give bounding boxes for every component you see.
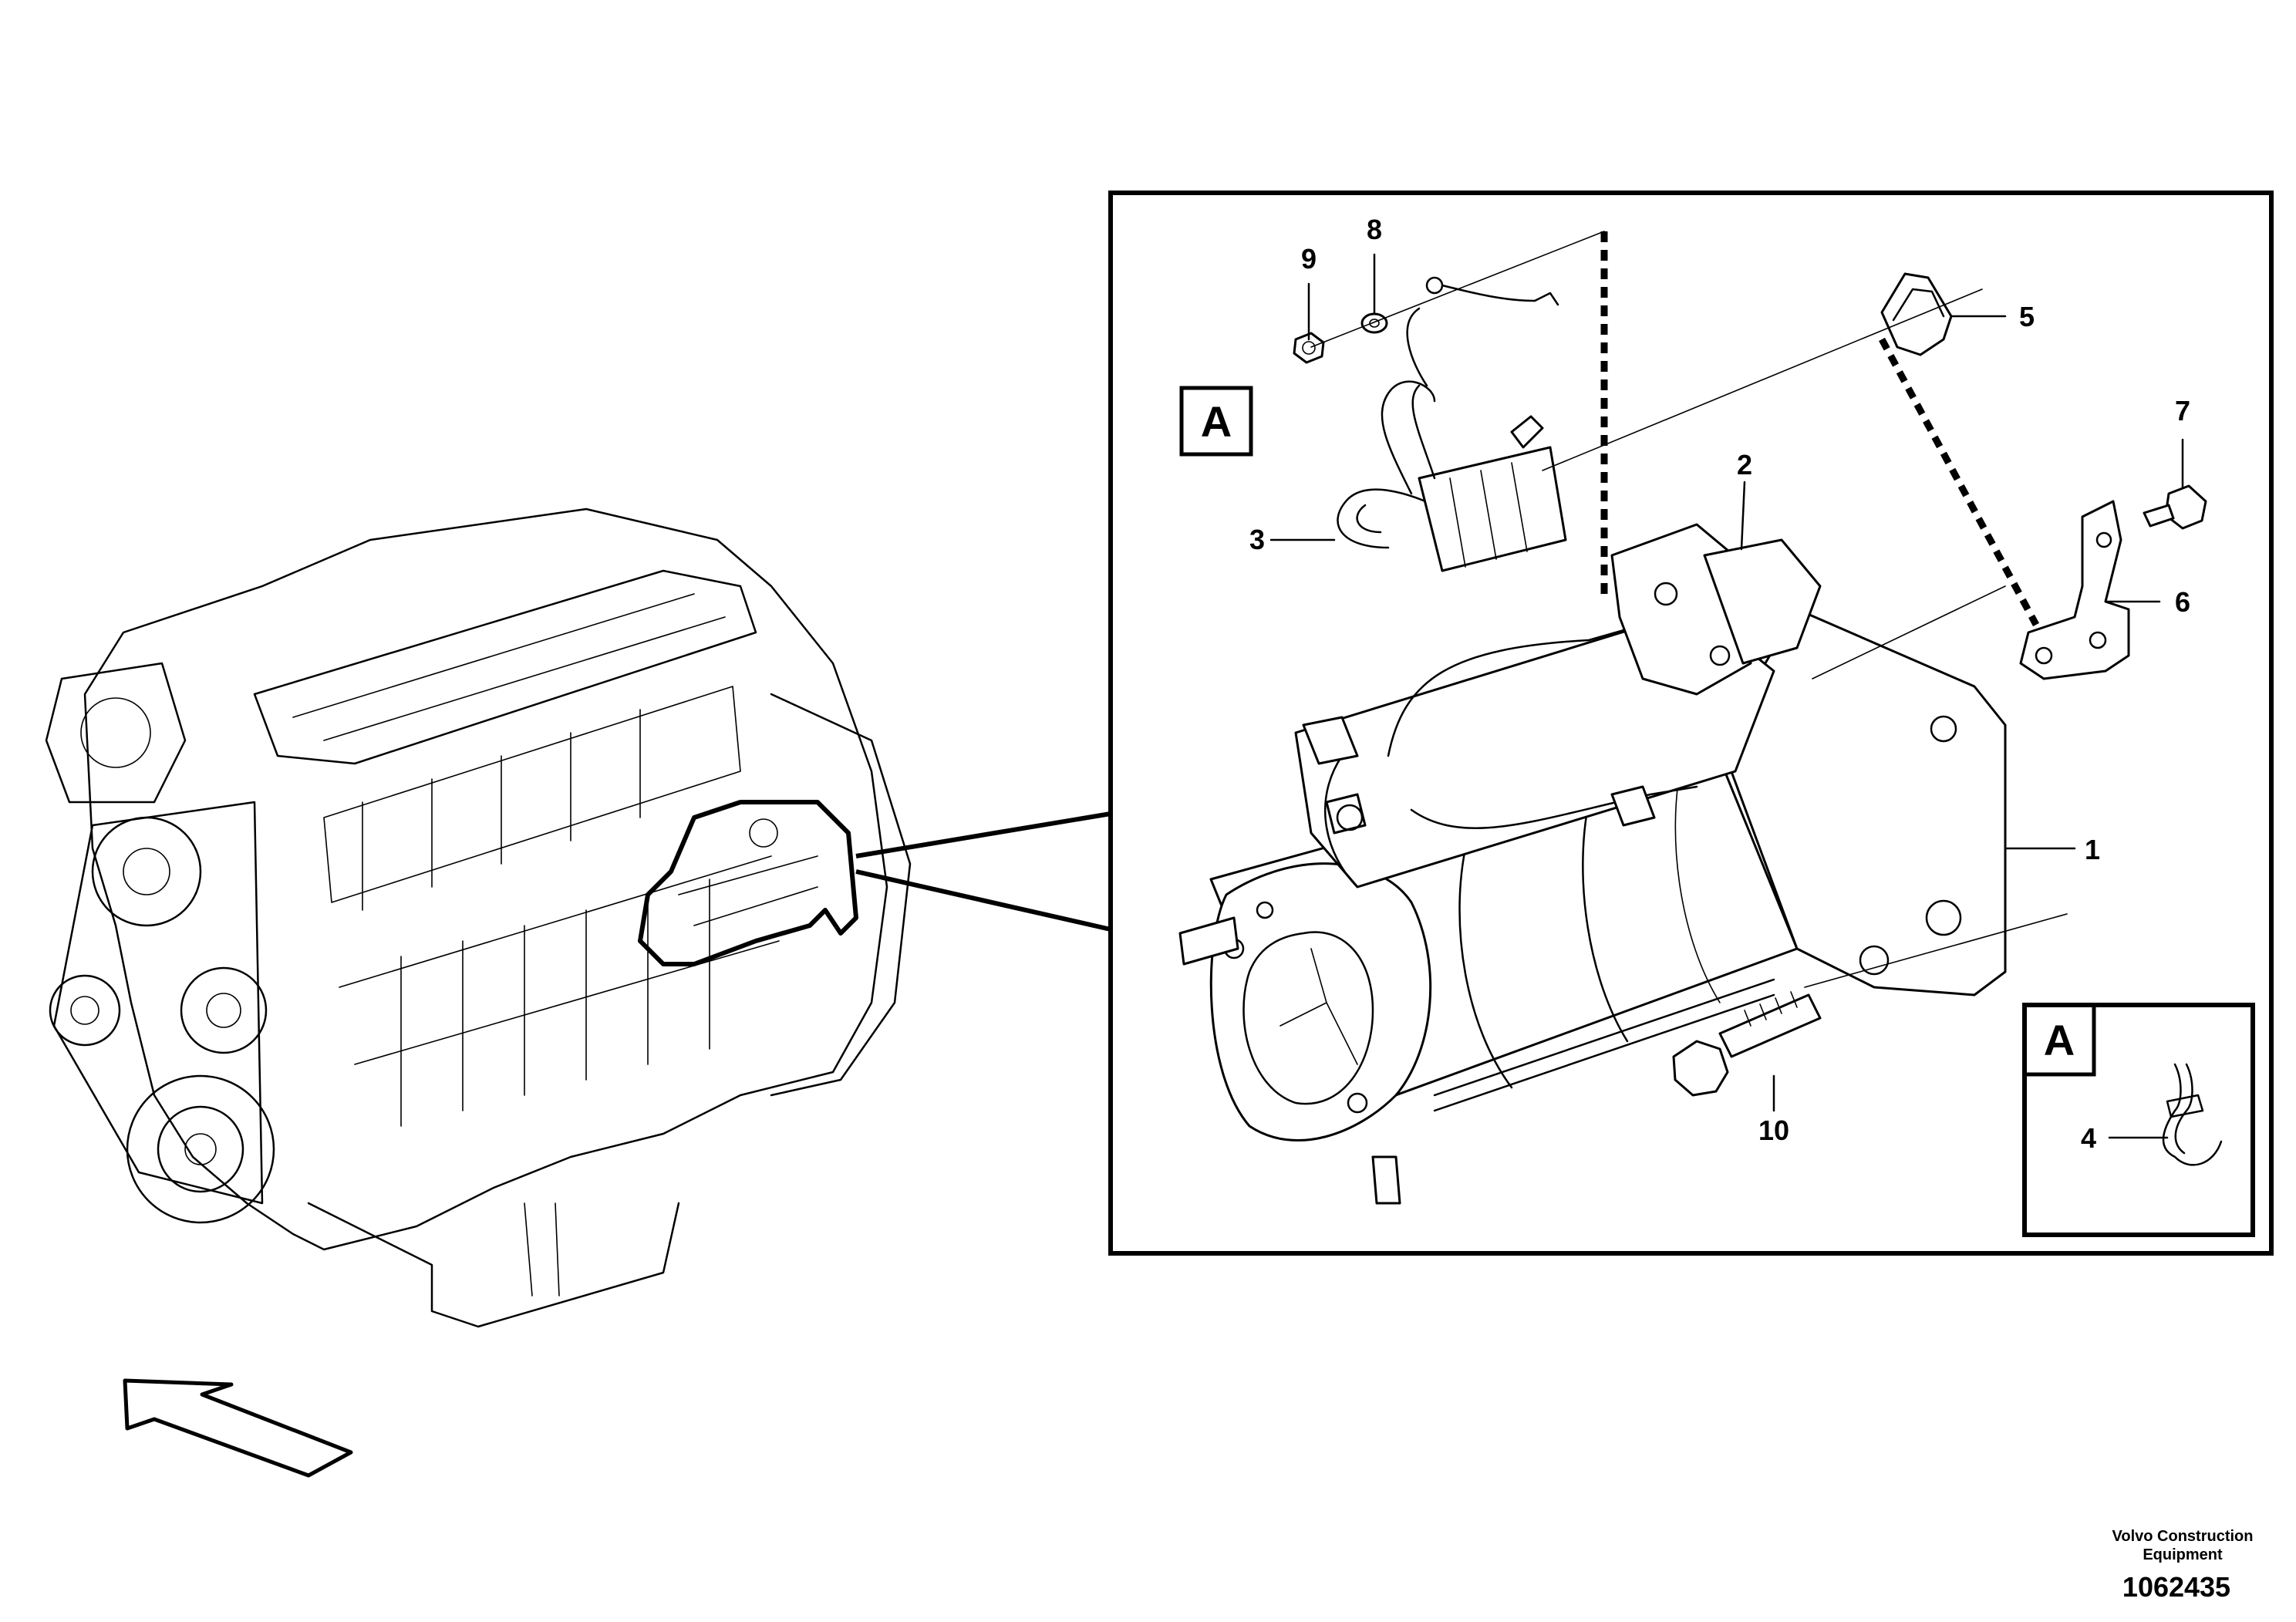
callout-7: 7 bbox=[2175, 395, 2190, 427]
callout-3: 3 bbox=[1249, 524, 1265, 555]
callout-8: 8 bbox=[1367, 214, 1382, 245]
inset-ref-label: A bbox=[2044, 1016, 2075, 1064]
detail-ref-box bbox=[1179, 386, 1253, 457]
callout-9: 9 bbox=[1301, 243, 1317, 275]
bolt-part-10 bbox=[1672, 991, 1822, 1097]
inset-detail-frame bbox=[2022, 1003, 2255, 1237]
callout-2: 2 bbox=[1737, 449, 1752, 481]
cable-harness-drawing bbox=[1337, 276, 1567, 572]
callout-1: 1 bbox=[2085, 834, 2100, 865]
engine-overview-drawing bbox=[45, 508, 1111, 1328]
detail-ref-label: A bbox=[1201, 397, 1232, 446]
bolt-part-7 bbox=[2143, 484, 2207, 530]
clip-part-5 bbox=[1880, 272, 1953, 356]
washer-part-8 bbox=[1360, 312, 1388, 334]
publisher-label: Volvo Construction bbox=[2112, 1528, 2254, 1545]
publisher-label-2: Equipment bbox=[2143, 1546, 2223, 1563]
nut-part-9 bbox=[1293, 332, 1325, 364]
figure-number: 1062435 bbox=[2122, 1571, 2230, 1603]
bracket-part-6 bbox=[2019, 500, 2130, 680]
callout-6: 6 bbox=[2175, 586, 2190, 618]
callout-5: 5 bbox=[2019, 301, 2035, 332]
callout-10: 10 bbox=[1758, 1114, 1789, 1146]
cable-tie-part-4 bbox=[2108, 1063, 2223, 1166]
callout-4: 4 bbox=[2081, 1122, 2096, 1154]
starter-motor-drawing bbox=[1178, 523, 2007, 1205]
leader-lines bbox=[1269, 231, 2184, 1112]
direction-arrow-icon bbox=[123, 1378, 353, 1478]
inset-ref-box bbox=[2022, 1003, 2096, 1077]
detail-frame bbox=[1108, 191, 2274, 1256]
